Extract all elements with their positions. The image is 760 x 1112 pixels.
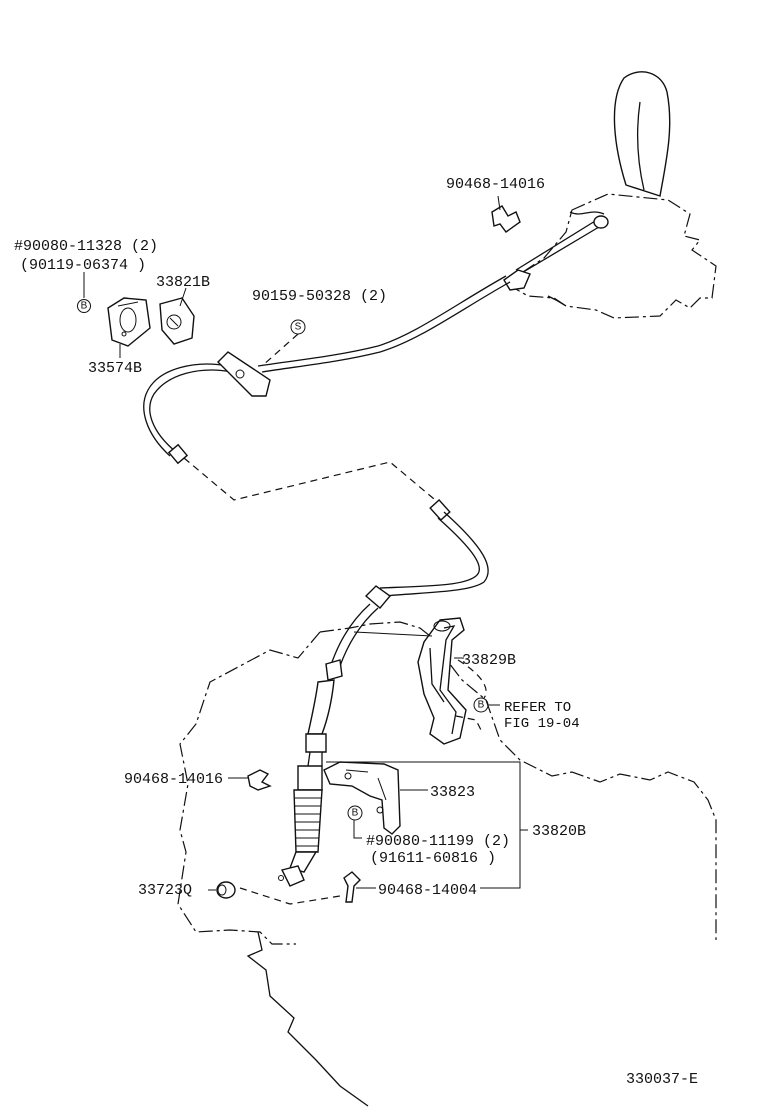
cable-end-eye: [593, 215, 609, 229]
cable-grommet: [503, 269, 531, 291]
label-refer-to: REFER TO: [504, 700, 571, 716]
marker-b-refer-text: B: [478, 700, 485, 711]
label-bolt-90080-11199: #90080-11199 (2): [366, 833, 510, 850]
label-refer-fig: FIG 19-04: [504, 716, 580, 732]
marker-b-top: B: [77, 299, 91, 313]
marker-b-top-text: B: [81, 301, 88, 312]
leader-lines: [83, 195, 528, 891]
retainer-33821b: [159, 297, 195, 345]
label-bolt-91611-60816: (91611-60816 ): [370, 850, 496, 867]
bushing-dashed-line: [239, 887, 341, 905]
bracket-33823: [323, 761, 401, 835]
clip-90468-14004-shape: [343, 871, 361, 903]
bushing-33723q: [216, 881, 236, 899]
label-retainer-33821b: 33821B: [156, 274, 210, 291]
bracket-33829b: [417, 617, 483, 745]
marker-b-refer: B: [473, 697, 489, 713]
label-screw-90159-50328: 90159-50328 (2): [252, 288, 387, 305]
label-bracket-33829b: 33829B: [462, 652, 516, 669]
label-clip-90468-14004: 90468-14004: [378, 882, 477, 899]
label-bolt-90119-06374: (90119-06374 ): [20, 257, 146, 274]
label-bolt-90080-11328: #90080-11328 (2): [14, 238, 158, 255]
marker-b-bottom: B: [347, 805, 363, 821]
shift-cable-upper: [143, 215, 609, 465]
retainer-33574b: [107, 297, 151, 347]
label-clip-90468-14016-top: 90468-14016: [446, 176, 545, 193]
figure-number: 330037-E: [626, 1071, 698, 1088]
label-bracket-33823: 33823: [430, 784, 475, 801]
shift-cable-lower: [278, 499, 489, 887]
marker-s-text: S: [295, 322, 302, 333]
label-clip-90468-14016-left: 90468-14016: [124, 771, 223, 788]
connection-dashed-line: [183, 457, 441, 505]
shift-lever-assembly: [513, 71, 717, 319]
clip-90468-14016-left-shape: [247, 769, 272, 791]
cable-mounting-plate: [217, 351, 271, 397]
transmission-housing-outline-left: [177, 631, 321, 945]
label-bushing-33723q: 33723Q: [138, 882, 192, 899]
transmission-housing-edge: [246, 931, 369, 1107]
label-retainer-33574b: 33574B: [88, 360, 142, 377]
marker-b-bottom-text: B: [352, 808, 359, 819]
label-cable-assy-33820b: 33820B: [532, 823, 586, 840]
transmission-housing-outline: [319, 621, 717, 940]
clip-90468-14016-top-shape: [491, 205, 521, 233]
marker-s: S: [290, 319, 306, 335]
